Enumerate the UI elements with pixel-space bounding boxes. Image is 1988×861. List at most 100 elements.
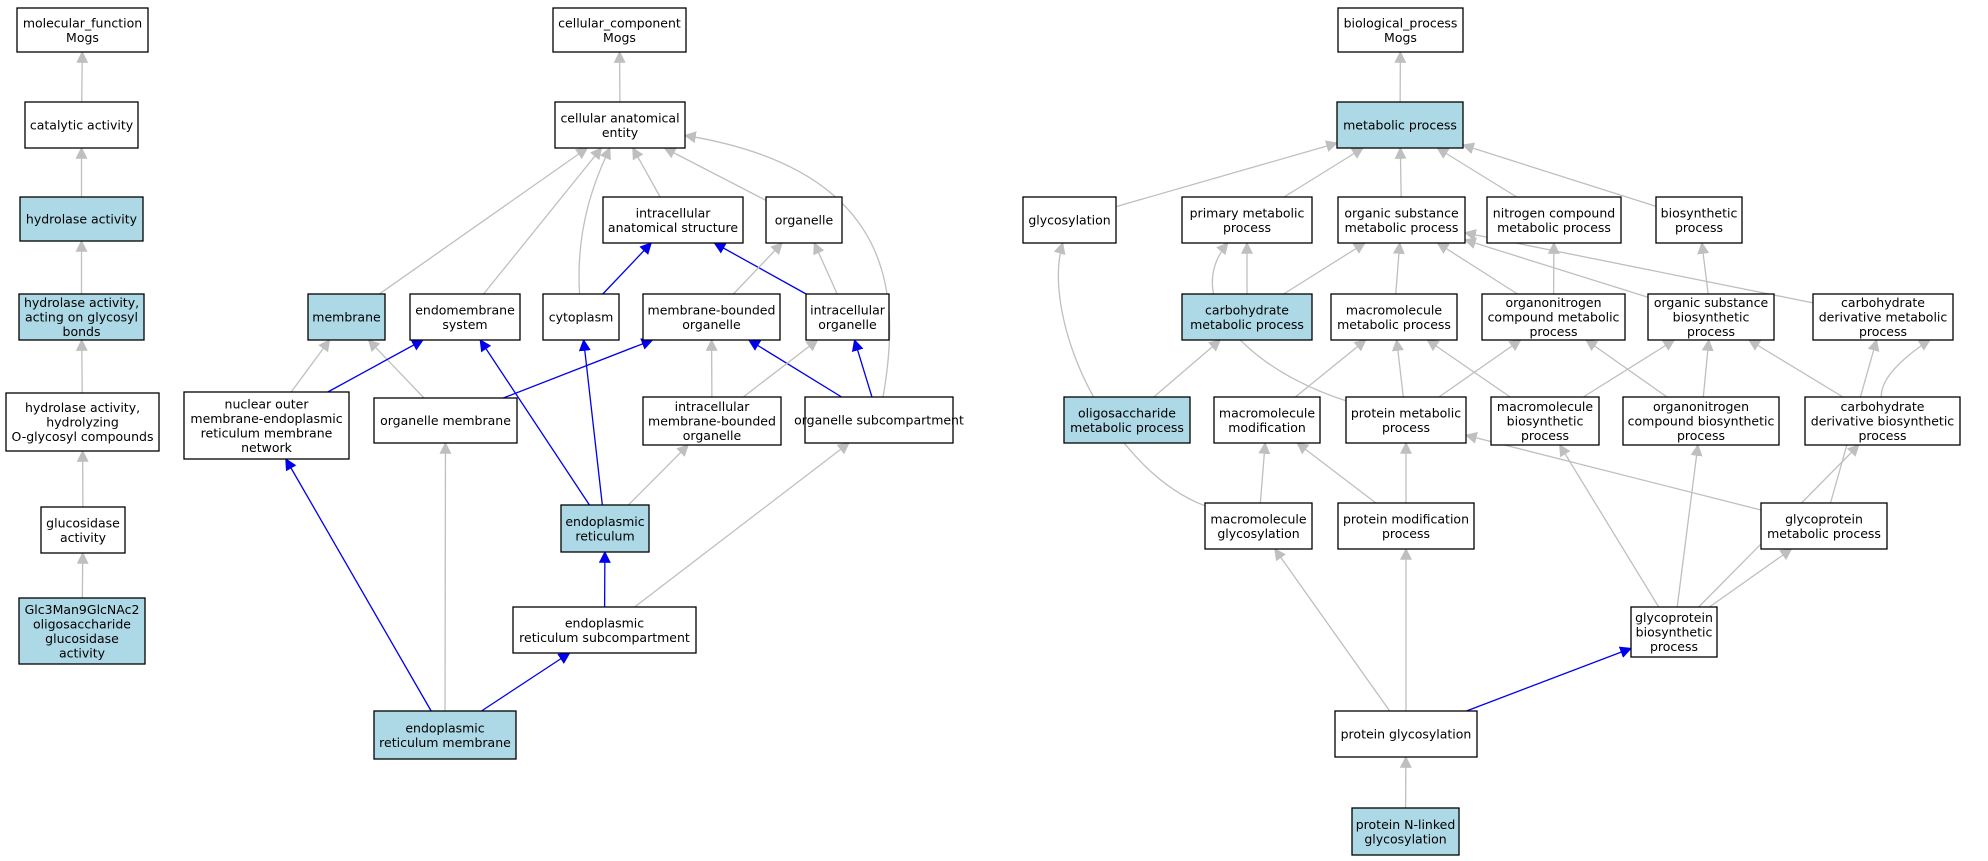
edge-imbo-to-io — [742, 339, 819, 398]
node-box — [1481, 293, 1626, 341]
node-label-line: process — [1858, 428, 1906, 443]
edge-pglyc-to-gpbp — [1466, 646, 1633, 712]
node-label-line: carbohydrate — [1205, 302, 1289, 317]
node-box — [183, 391, 350, 460]
node-organelle-subcompartment[interactable]: organelle subcompartment — [794, 396, 964, 444]
node-box — [5, 392, 160, 452]
node-label-line: endomembrane — [415, 302, 515, 317]
edge-mmod-to-mmp — [1294, 339, 1367, 398]
node-label-line: modification — [1228, 420, 1306, 435]
node-box — [1330, 293, 1458, 341]
node-label-line: reticulum membrane — [201, 425, 333, 440]
edge-oncbp-to-osbp — [1701, 338, 1714, 398]
node-label-line: primary metabolic — [1190, 205, 1305, 220]
edge-er-to-imbo — [627, 444, 689, 506]
node-box — [805, 293, 890, 341]
node-box — [1334, 710, 1478, 758]
node-glycosylation[interactable]: glycosylation — [1022, 196, 1117, 244]
node-label: cytoplasm — [549, 310, 614, 325]
node-box — [1213, 396, 1321, 444]
node-label: catalytic activity — [30, 118, 134, 133]
node-organelle[interactable]: organelle — [765, 196, 843, 244]
node-catalytic-activity[interactable]: catalytic activity — [24, 101, 139, 149]
node-label-line: organonitrogen — [1505, 295, 1601, 310]
node-hydrolase-activity[interactable]: hydrolase activity — [19, 196, 144, 242]
node-protein-glycosylation[interactable]: protein glycosylation — [1334, 710, 1478, 758]
node-membrane[interactable]: membrane — [307, 293, 386, 341]
node-label-line: protein glycosylation — [1341, 727, 1472, 742]
node-box — [409, 293, 521, 341]
node-box — [1345, 396, 1467, 444]
node-box — [307, 293, 386, 341]
node-box — [19, 196, 144, 242]
node-label-line: anatomical structure — [608, 220, 738, 235]
node-label-line: glucosidase — [45, 631, 119, 646]
edges-layer — [75, 50, 1932, 809]
node-label-line: derivative metabolic — [1819, 310, 1948, 325]
node-label: protein glycosylation — [1341, 727, 1472, 742]
edge-osbp-to-osmp — [1463, 237, 1649, 298]
node-box — [1647, 293, 1775, 341]
node-label-line: process — [1650, 639, 1698, 654]
node-organelle-membrane[interactable]: organelle membrane — [373, 397, 518, 444]
node-label-line: bonds — [63, 324, 101, 339]
node-label-line: membrane — [312, 310, 381, 325]
node-label-line: oligosaccharide — [1078, 405, 1176, 420]
edge-prmp-to-oncmp — [1438, 339, 1522, 398]
node-box — [642, 396, 782, 446]
node-metabolic-process[interactable]: metabolic process — [1336, 101, 1464, 149]
node-label-line: carbohydrate — [1841, 399, 1925, 414]
edge-gpbp-to-mbp — [1559, 443, 1660, 608]
edge-om-to-mbo — [503, 338, 654, 399]
edge-osmp-to-mp — [1394, 146, 1407, 198]
node-cytoplasm[interactable]: cytoplasm — [542, 293, 620, 341]
node-box — [554, 101, 686, 149]
